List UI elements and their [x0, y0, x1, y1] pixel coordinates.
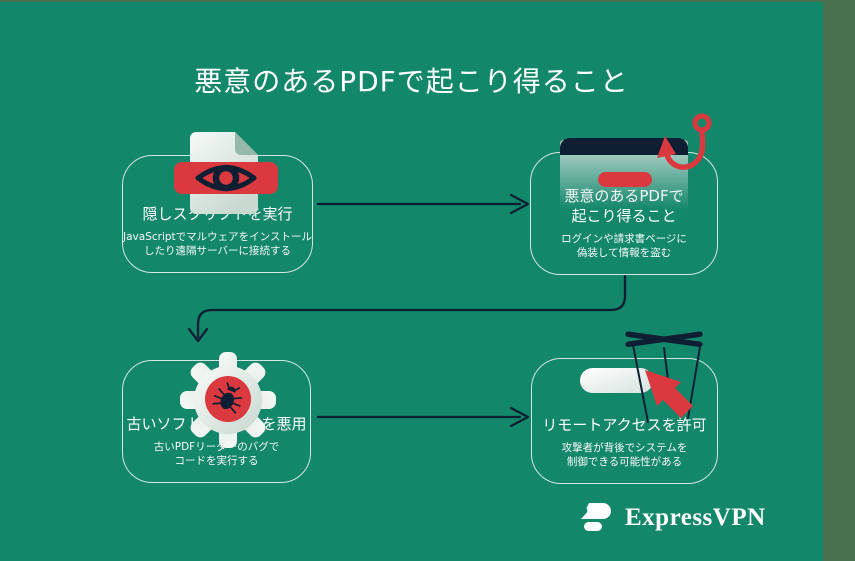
expressvpn-logo-icon	[581, 503, 611, 531]
brand-name: ExpressVPN	[625, 504, 766, 531]
page-title: 悪意のあるPDFで起こり得ること	[194, 65, 629, 98]
card-title: 悪意のあるPDFで 起こり得ること	[564, 187, 684, 226]
card-old-software: 古いソフトの脆弱性を悪用 古いPDFリーダーのバグで コードを実行する	[122, 360, 311, 483]
card-remote-access: リモートアクセスを許可 攻撃者が背後でシステムを 制御できる可能性がある	[531, 358, 718, 484]
card-hidden-script: 隠しスクリプトを実行 JavaScriptでマルウェアをインストール したり遠隔…	[122, 155, 313, 273]
card-title: 古いソフトの脆弱性を悪用	[126, 415, 307, 434]
card-description: 古いPDFリーダーのバグで コードを実行する	[153, 440, 280, 468]
card-description: 攻撃者が背後でシステムを 制御できる可能性がある	[561, 441, 688, 469]
card-description: ログインや請求書ページに 偽装して情報を盗む	[561, 232, 687, 260]
card-title: リモートアクセスを許可	[542, 416, 707, 435]
card-malicious-pdf: 悪意のあるPDFで 起こり得ること ログインや請求書ページに 偽装して情報を盗む	[530, 152, 718, 275]
card-title: 隠しスクリプトを実行	[142, 205, 293, 224]
brand-footer: ExpressVPN	[578, 499, 766, 537]
card-description: JavaScriptでマルウェアをインストール したり遠隔サーバーに接続する	[123, 230, 312, 258]
